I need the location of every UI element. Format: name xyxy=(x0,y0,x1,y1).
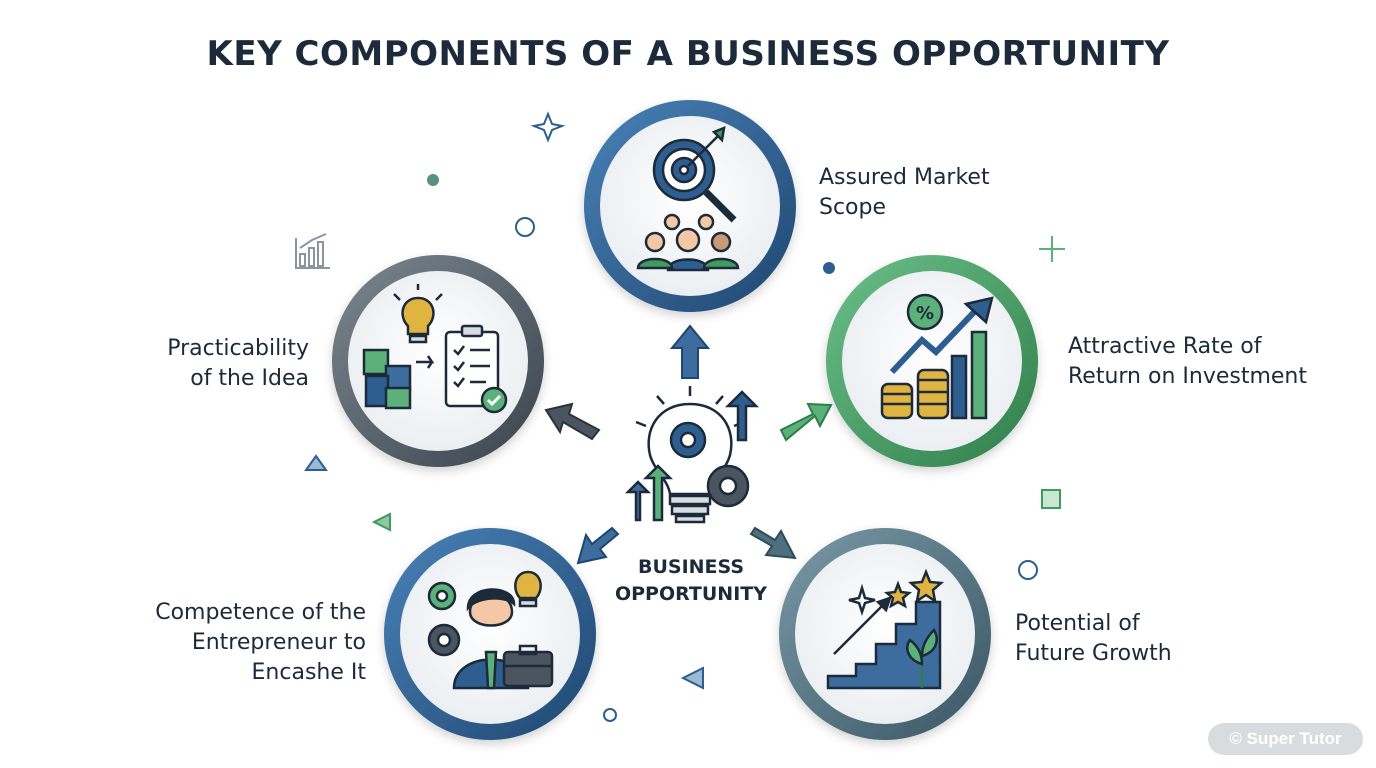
stairs-growth-icon xyxy=(826,568,945,690)
center-label-line: BUSINESS xyxy=(637,556,745,578)
decorative-shapes xyxy=(295,111,1065,722)
label-competence: Competence of the Entrepreneur to Encash… xyxy=(110,598,366,688)
label-line: Potential of xyxy=(1015,611,1140,636)
ring-dot-icon xyxy=(515,217,535,237)
label-market: Assured Market Scope xyxy=(819,163,990,223)
square-icon xyxy=(1041,489,1061,509)
target-audience-icon xyxy=(636,126,740,272)
component-circle-competence xyxy=(384,528,596,740)
label-line: Scope xyxy=(819,195,887,220)
label-line: of the Idea xyxy=(190,366,309,391)
dot-icon xyxy=(823,262,835,274)
plus-sparkle-icon xyxy=(1039,236,1065,262)
lightbulb-gear-icon xyxy=(624,386,760,524)
label-line: Practicability xyxy=(167,336,309,361)
arrow-up-icon xyxy=(669,324,711,379)
arrow-lower-right-icon xyxy=(749,526,797,560)
ring-dot-icon xyxy=(1018,560,1038,580)
ring-dot-icon xyxy=(603,708,617,722)
label-line: Assured Market xyxy=(819,165,990,190)
component-circle-roi xyxy=(826,255,1038,467)
label-roi: Attractive Rate of Return on Investment xyxy=(1068,332,1307,392)
component-circle-market xyxy=(584,100,796,312)
label-line: Encashe It xyxy=(251,660,366,685)
label-practicability: Practicability of the Idea xyxy=(110,334,309,394)
label-line: Return on Investment xyxy=(1068,364,1308,389)
triangle-icon xyxy=(304,454,328,471)
arrow-upper-left-icon xyxy=(544,402,601,441)
idea-checklist-icon xyxy=(362,284,508,414)
label-line: Attractive Rate of xyxy=(1068,334,1262,359)
center-label-line: OPPORTUNITY xyxy=(614,583,767,605)
svg-text:%: % xyxy=(916,303,934,324)
label-line: Future Growth xyxy=(1015,641,1172,666)
connector-arrows xyxy=(544,324,833,565)
page-title: KEY COMPONENTS OF A BUSINESS OPPORTUNITY xyxy=(206,34,1170,74)
growth-coins-icon: % xyxy=(880,293,994,420)
dot-icon xyxy=(427,174,439,186)
arrow-lower-left-icon xyxy=(576,526,620,565)
triangle-left-icon xyxy=(371,512,391,532)
arrow-upper-right-icon xyxy=(779,402,833,442)
label-line: Competence of the xyxy=(155,600,366,625)
component-circle-growth xyxy=(779,528,991,740)
label-line: Entrepreneur to xyxy=(191,630,366,655)
entrepreneur-icon xyxy=(427,570,554,690)
center-label: BUSINESS OPPORTUNITY xyxy=(596,554,786,608)
label-growth: Potential of Future Growth xyxy=(1015,609,1172,669)
sparkle-icon xyxy=(530,111,566,143)
watermark: © Super Tutor xyxy=(1208,723,1363,755)
mini-chart-icon xyxy=(295,233,330,269)
triangle-left-icon xyxy=(680,666,704,690)
